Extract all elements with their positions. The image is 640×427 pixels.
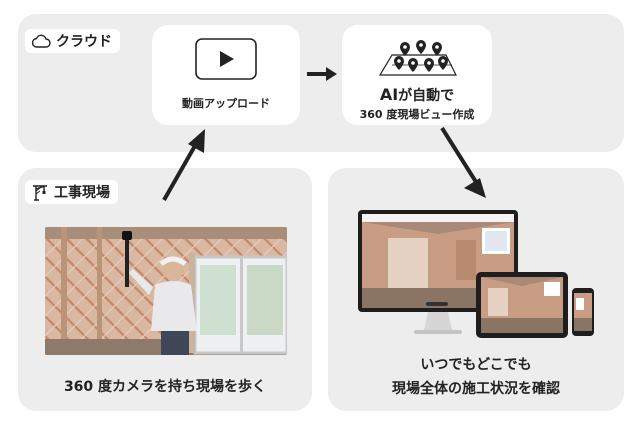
view-caption-line1: いつでもどこでも: [420, 357, 532, 373]
site-caption: 360 度カメラを持ち現場を歩く: [63, 379, 267, 395]
cloud-tag: クラウド: [25, 29, 120, 53]
view-panel: いつでもどこでも 現場全体の施工状況を確認: [328, 168, 624, 411]
cloud-icon: [31, 34, 51, 48]
crane-icon: [33, 185, 47, 201]
arrow-up-right-icon: [162, 129, 205, 201]
upload-card: 動画アップロード: [152, 25, 300, 125]
arrow-right-icon: [307, 67, 337, 81]
ai-card: AIが自動で 360 度現場ビュー作成: [342, 25, 492, 125]
cloud-label: クラウド: [56, 34, 112, 50]
upload-label: 動画アップロード: [182, 97, 270, 110]
ai-subheading: 360 度現場ビュー作成: [359, 108, 475, 121]
ai-strong: AI: [379, 85, 399, 104]
site-panel: 360 度カメラを持ち現場を歩く: [18, 168, 312, 411]
play-button-icon: [195, 38, 257, 80]
tablet: [476, 272, 568, 338]
site-photo: [45, 227, 287, 355]
view-caption-line2: 現場全体の施工状況を確認: [392, 381, 560, 397]
devices-illustration: [358, 210, 594, 338]
arrow-down-right-icon: [440, 126, 486, 198]
ai-heading: AIが自動で: [342, 85, 492, 105]
site-label: 工事現場: [54, 185, 110, 201]
phone: [572, 288, 594, 336]
site-tag: 工事現場: [25, 180, 118, 204]
ai-heading-rest: が自動で: [398, 88, 455, 104]
map-pins-icon: [378, 40, 457, 76]
